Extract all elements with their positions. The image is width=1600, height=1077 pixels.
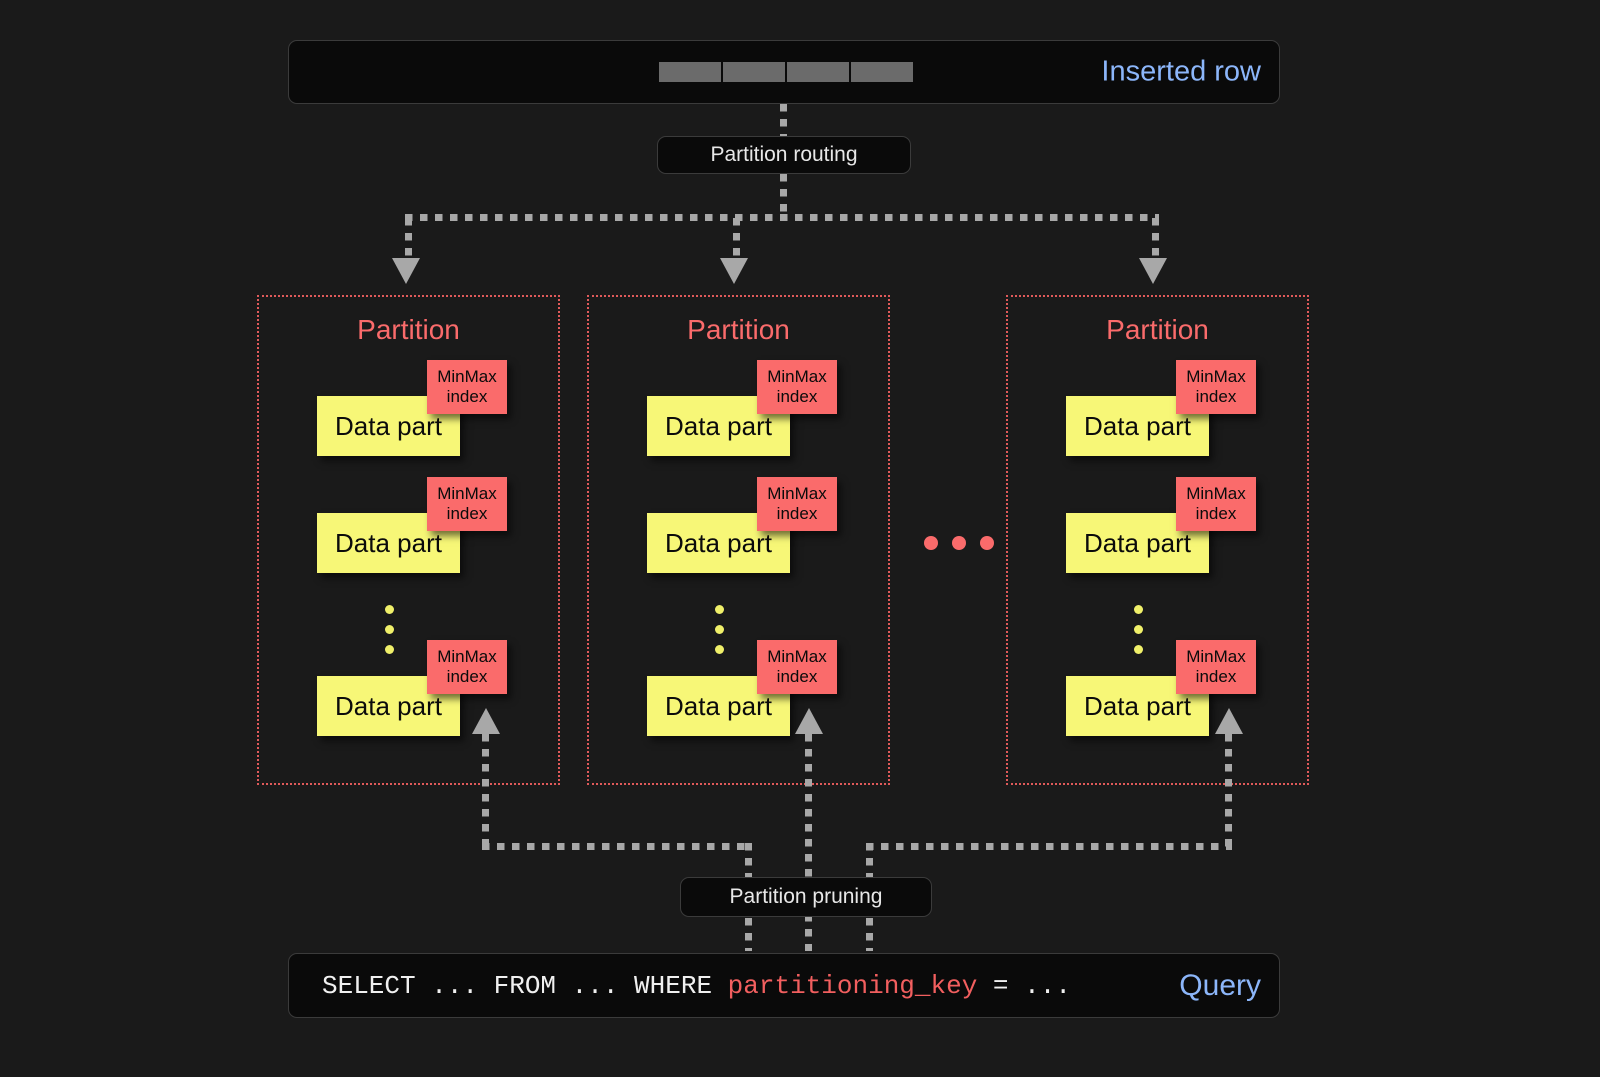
ellipsis-dot xyxy=(385,645,394,654)
ellipsis-dot xyxy=(1134,645,1143,654)
minmax-index-line1: MinMax xyxy=(1186,367,1246,386)
inserted-row-label: Inserted row xyxy=(1101,55,1261,88)
ellipsis-dot xyxy=(715,605,724,614)
connector-row-to-routing xyxy=(780,104,787,136)
inserted-row-cells xyxy=(659,62,913,82)
partition-1-part-1: MinMax index Data part xyxy=(317,360,517,456)
query-suffix: = ... xyxy=(977,970,1071,1001)
arrow-down-partition-2-icon xyxy=(720,258,748,284)
connector-pruning-bus-right xyxy=(866,843,1232,850)
ellipsis-dot xyxy=(1134,625,1143,634)
partition-3: Partition MinMax index Data part MinMax … xyxy=(1006,295,1309,785)
minmax-index-line1: MinMax xyxy=(1186,484,1246,503)
partition-2: Partition MinMax index Data part MinMax … xyxy=(587,295,890,785)
partitions-ellipsis xyxy=(924,536,994,550)
partition-routing-box: Partition routing xyxy=(657,136,911,174)
minmax-index-line2: index xyxy=(776,667,818,686)
minmax-index-line2: index xyxy=(776,387,818,406)
inserted-row-bar: Inserted row xyxy=(288,40,1280,104)
minmax-index-line1: MinMax xyxy=(437,484,497,503)
partition-3-part-1: MinMax index Data part xyxy=(1066,360,1266,456)
query-prefix: SELECT ... FROM ... WHERE xyxy=(322,970,728,1001)
partition-1-part-2: MinMax index Data part xyxy=(317,477,517,573)
minmax-index-line1: MinMax xyxy=(767,484,827,503)
connector-bus-to-partition-2 xyxy=(733,218,740,262)
partition-2-part-2: MinMax index Data part xyxy=(647,477,847,573)
connector-partition-1-to-pruning xyxy=(482,734,489,850)
minmax-index-badge: MinMax index xyxy=(1176,640,1256,694)
minmax-index-badge: MinMax index xyxy=(757,360,837,414)
ellipsis-dot xyxy=(715,625,724,634)
row-cell xyxy=(851,62,913,82)
minmax-index-line1: MinMax xyxy=(1186,647,1246,666)
partition-3-title: Partition xyxy=(1106,314,1209,345)
minmax-index-line1: MinMax xyxy=(767,367,827,386)
query-partitioning-key: partitioning_key xyxy=(727,970,978,1001)
arrow-down-partition-3-icon xyxy=(1139,258,1167,284)
ellipsis-dot xyxy=(385,605,394,614)
data-part-box: Data part xyxy=(317,513,460,573)
query-statement: SELECT ... FROM ... WHERE partitioning_k… xyxy=(322,971,1071,1001)
minmax-index-line2: index xyxy=(1195,504,1237,523)
ellipsis-dot xyxy=(924,536,938,550)
minmax-index-line2: index xyxy=(446,387,488,406)
minmax-index-line1: MinMax xyxy=(437,367,497,386)
arrow-down-partition-1-icon xyxy=(392,258,420,284)
row-cell xyxy=(723,62,785,82)
partition-1-parts-ellipsis xyxy=(385,605,394,654)
ellipsis-dot xyxy=(715,645,724,654)
partition-3-part-2: MinMax index Data part xyxy=(1066,477,1266,573)
connector-routing-to-bus xyxy=(780,174,787,218)
minmax-index-badge: MinMax index xyxy=(427,640,507,694)
partition-pruning-box: Partition pruning xyxy=(680,877,932,917)
minmax-index-badge: MinMax index xyxy=(757,477,837,531)
ellipsis-dot xyxy=(385,625,394,634)
partition-2-parts-ellipsis xyxy=(715,605,724,654)
connector-routing-bus xyxy=(405,214,1159,221)
arrow-up-partition-1-icon xyxy=(472,708,500,734)
minmax-index-line2: index xyxy=(446,667,488,686)
connector-pruning-bus-left xyxy=(482,843,752,850)
query-bar: SELECT ... FROM ... WHERE partitioning_k… xyxy=(288,953,1280,1018)
connector-bus-to-partition-1 xyxy=(405,218,412,262)
partition-2-title: Partition xyxy=(687,314,790,345)
arrow-up-partition-3-icon xyxy=(1215,708,1243,734)
minmax-index-badge: MinMax index xyxy=(1176,360,1256,414)
connector-partition-2-to-pruning xyxy=(805,734,812,951)
minmax-index-line2: index xyxy=(446,504,488,523)
row-cell xyxy=(659,62,721,82)
partition-3-part-3: MinMax index Data part xyxy=(1066,640,1266,736)
ellipsis-dot xyxy=(980,536,994,550)
connector-partition-3-to-pruning xyxy=(1225,734,1232,850)
minmax-index-line2: index xyxy=(1195,667,1237,686)
ellipsis-dot xyxy=(952,536,966,550)
connector-bus-to-partition-3 xyxy=(1152,218,1159,262)
partition-3-parts-ellipsis xyxy=(1134,605,1143,654)
minmax-index-badge: MinMax index xyxy=(427,360,507,414)
partition-2-part-3: MinMax index Data part xyxy=(647,640,847,736)
partition-1: Partition MinMax index Data part MinMax … xyxy=(257,295,560,785)
ellipsis-dot xyxy=(1134,605,1143,614)
query-label: Query xyxy=(1179,968,1261,1002)
arrow-up-partition-2-icon xyxy=(795,708,823,734)
minmax-index-line2: index xyxy=(776,504,818,523)
minmax-index-line1: MinMax xyxy=(767,647,827,666)
minmax-index-badge: MinMax index xyxy=(1176,477,1256,531)
minmax-index-badge: MinMax index xyxy=(757,640,837,694)
partition-1-title: Partition xyxy=(357,314,460,345)
partition-1-part-3: MinMax index Data part xyxy=(317,640,517,736)
minmax-index-line1: MinMax xyxy=(437,647,497,666)
minmax-index-line2: index xyxy=(1195,387,1237,406)
minmax-index-badge: MinMax index xyxy=(427,477,507,531)
row-cell xyxy=(787,62,849,82)
partition-2-part-1: MinMax index Data part xyxy=(647,360,847,456)
